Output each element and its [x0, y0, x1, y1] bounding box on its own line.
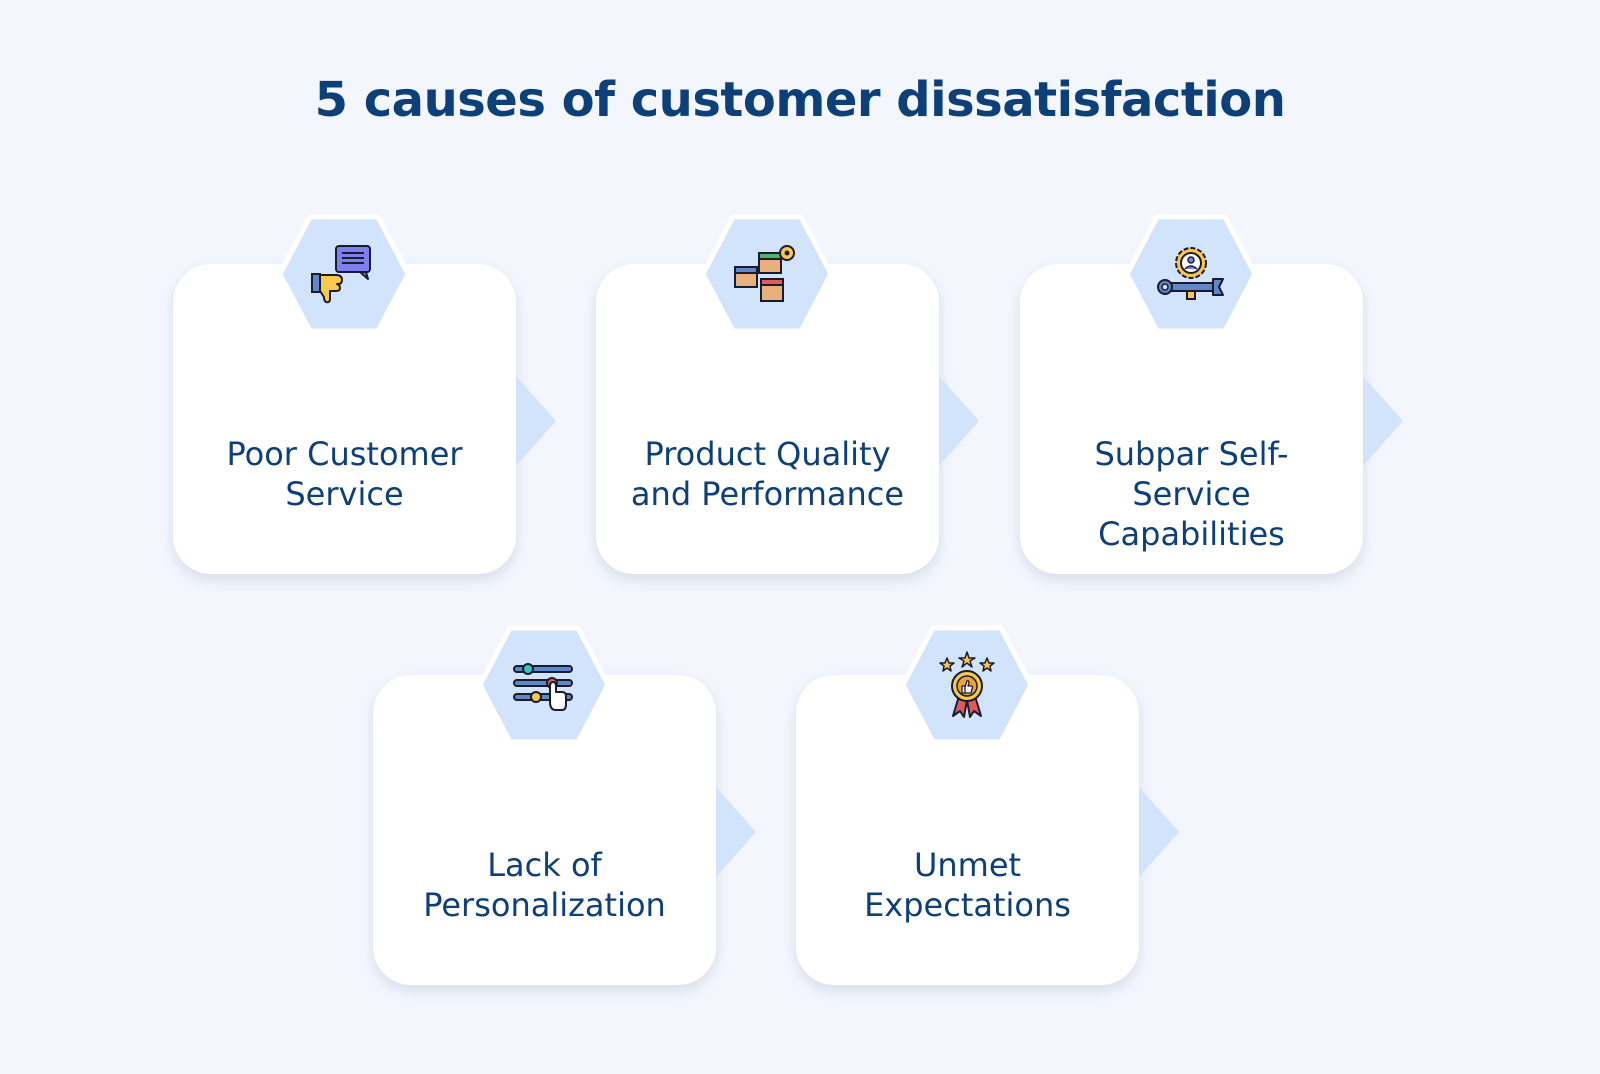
- cause-card-unmet-expectations: Unmet Expectations: [796, 625, 1221, 985]
- award-badge-stars-icon: [939, 651, 995, 718]
- product-boxes-icon: [734, 245, 795, 302]
- cause-label: Lack of Personalization: [423, 846, 666, 924]
- card-panel: Product Quality and Performance: [596, 264, 979, 574]
- next-arrow: [1363, 376, 1403, 466]
- next-arrow: [716, 787, 756, 877]
- hexagon-badge: [277, 214, 411, 334]
- next-arrow: [1139, 787, 1179, 877]
- cause-label: Poor Customer Service: [226, 435, 463, 513]
- cause-card-poor-customer-service: Poor Customer Service: [173, 214, 598, 574]
- next-arrow: [516, 376, 556, 466]
- diagram-title: 5 causes of customer dissatisfaction: [314, 72, 1286, 128]
- cause-card-lack-of-personalization: Lack of Personalization: [373, 625, 798, 985]
- cause-label: Subpar Self-Service Capabilities: [1094, 435, 1289, 553]
- sliders-settings-icon: [513, 663, 573, 711]
- cause-label: Unmet Expectations: [864, 846, 1071, 924]
- next-arrow: [939, 376, 979, 466]
- wrench-gear-service-icon: [1157, 247, 1224, 300]
- cause-card-product-quality: Product Quality and Performance: [596, 214, 1021, 574]
- cause-card-self-service: Subpar Self-Service Capabilities: [1020, 214, 1445, 574]
- thumbs-down-feedback-icon: [311, 245, 371, 304]
- cause-label: Product Quality and Performance: [630, 435, 905, 513]
